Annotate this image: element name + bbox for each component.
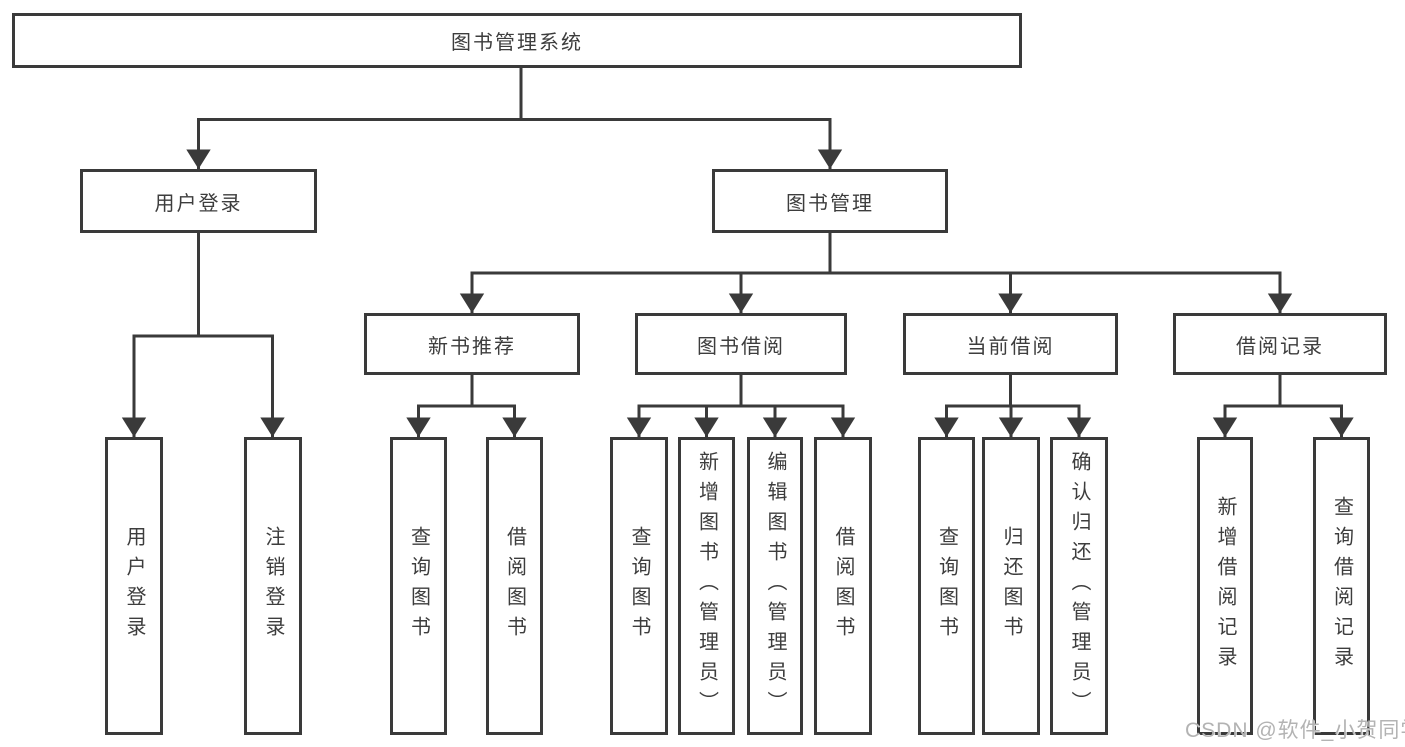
watermark: CSDN @软件_小贺同学 xyxy=(1185,719,1405,742)
node-label: 用户登录 xyxy=(154,192,243,215)
node-label: 图书借阅 xyxy=(697,335,785,358)
leaf-return-book: 归还图书 xyxy=(982,437,1040,735)
node-new-book-recommendation: 新书推荐 xyxy=(364,313,580,375)
leaf-label: 归还图书 xyxy=(1000,526,1022,646)
node-current-borrowing: 当前借阅 xyxy=(903,313,1118,375)
leaf-label: 确认归还（管理员） xyxy=(1068,451,1090,721)
leaf-query-books-current: 查询图书 xyxy=(918,437,975,735)
node-label: 新书推荐 xyxy=(428,335,516,358)
node-borrowing-records: 借阅记录 xyxy=(1173,313,1387,375)
connector-rails xyxy=(134,66,1342,408)
leaf-label: 新增借阅记录 xyxy=(1214,496,1236,676)
node-book-borrowing: 图书借阅 xyxy=(635,313,847,375)
leaf-borrow-books-borrowing: 借阅图书 xyxy=(814,437,872,735)
leaf-borrow-books-recommend: 借阅图书 xyxy=(486,437,543,735)
leaf-query-borrow-record: 查询借阅记录 xyxy=(1313,437,1370,735)
leaf-label: 注销登录 xyxy=(262,526,284,646)
leaf-add-book-admin: 新增图书（管理员） xyxy=(678,437,735,735)
leaf-edit-book-admin: 编辑图书（管理员） xyxy=(747,437,803,735)
leaf-label: 查询图书 xyxy=(407,526,430,646)
leaf-user-login: 用户登录 xyxy=(105,437,163,735)
leaf-logout: 注销登录 xyxy=(244,437,302,735)
leaf-label: 编辑图书（管理员） xyxy=(764,451,786,721)
leaf-query-books-recommend: 查询图书 xyxy=(390,437,447,735)
leaf-label: 新增图书（管理员） xyxy=(695,451,718,721)
leaf-query-books-borrowing: 查询图书 xyxy=(610,437,668,735)
leaf-label: 用户登录 xyxy=(123,526,145,646)
leaf-label: 借阅图书 xyxy=(832,526,854,646)
node-library-management-system: 图书管理系统 xyxy=(12,13,1022,68)
node-book-management: 图书管理 xyxy=(712,169,948,233)
node-label: 图书管理系统 xyxy=(451,32,583,54)
node-label: 借阅记录 xyxy=(1236,335,1324,358)
node-label: 图书管理 xyxy=(786,192,874,215)
node-label: 当前借阅 xyxy=(966,335,1055,358)
leaf-add-borrow-record: 新增借阅记录 xyxy=(1197,437,1253,735)
leaf-label: 查询图书 xyxy=(628,526,650,646)
leaf-label: 查询借阅记录 xyxy=(1330,496,1353,676)
leaf-confirm-return-admin: 确认归还（管理员） xyxy=(1050,437,1108,735)
node-user-login: 用户登录 xyxy=(80,169,317,233)
leaf-label: 借阅图书 xyxy=(503,526,526,646)
leaf-label: 查询图书 xyxy=(935,526,958,646)
